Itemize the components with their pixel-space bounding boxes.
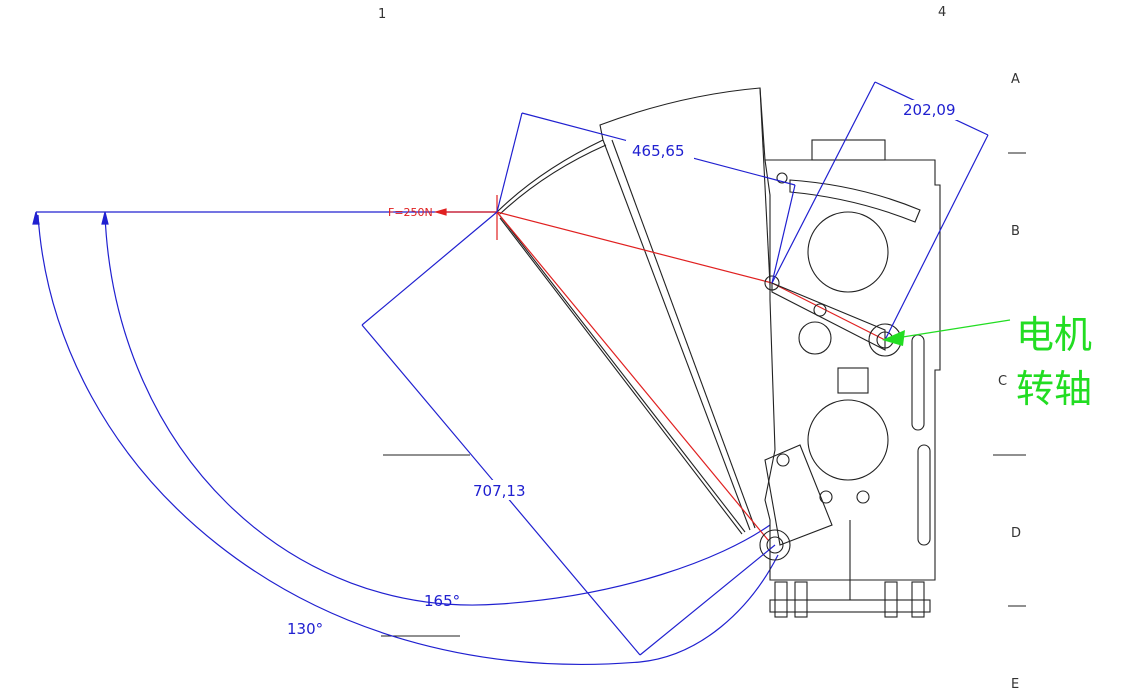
door-length-dimension: 465,65	[632, 142, 685, 160]
force-label: F=250N	[388, 206, 433, 219]
angle-dimensions	[32, 211, 779, 665]
dim-label-bg	[626, 140, 694, 160]
grid-column-1: 1	[378, 7, 386, 22]
grid-row-a: A	[1011, 72, 1020, 87]
grid-column-4: 4	[938, 5, 946, 20]
grid-row-e: E	[1011, 677, 1019, 689]
grid-row-d: D	[1011, 526, 1021, 541]
grid-row-c: C	[998, 374, 1007, 389]
door-panels	[496, 87, 771, 535]
callout-motor: 电机	[1016, 313, 1092, 357]
arm-length-dimension: 202,09	[903, 101, 956, 119]
angle-165-label: 165°	[424, 592, 460, 610]
dim-label-bg	[470, 480, 536, 500]
dimension-lines	[361, 81, 989, 656]
force-lines	[433, 195, 886, 541]
motor-shaft-callout-arrow	[882, 319, 1011, 346]
callout-shaft: 转轴	[1016, 367, 1092, 411]
grid-ticks	[381, 152, 1026, 637]
machine-cabinet	[759, 139, 941, 618]
radius-dimension: 707,13	[473, 482, 526, 500]
grid-row-b: B	[1011, 224, 1020, 239]
dim-label-bg	[900, 100, 958, 120]
angle-130-label: 130°	[287, 620, 323, 638]
